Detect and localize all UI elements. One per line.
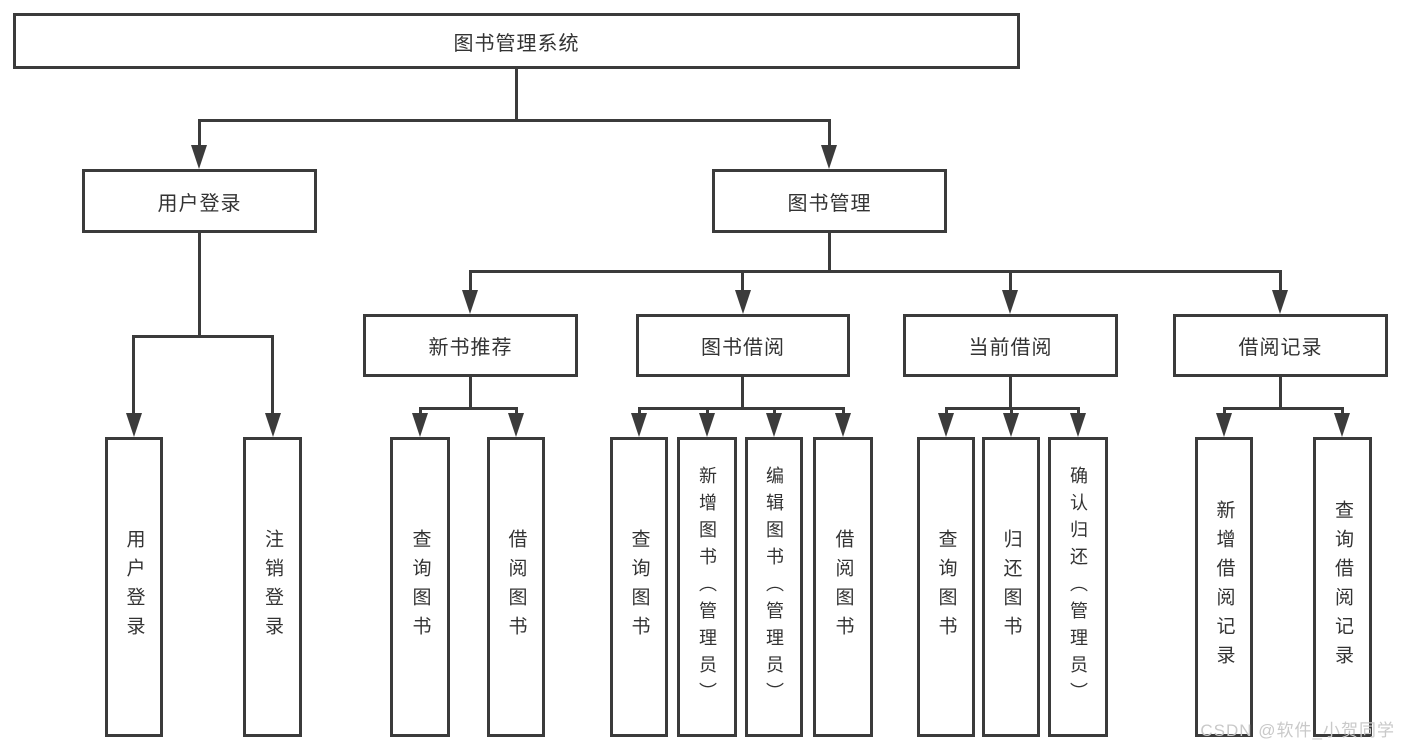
leaf-return-book: 归还图书: [982, 437, 1040, 737]
arrow-down-icon: [1003, 413, 1019, 437]
leaf-query-book-borrow-label: 查询图书: [628, 529, 650, 645]
leaf-logout-login: 注销登录: [243, 437, 302, 737]
arrow-down-icon: [835, 413, 851, 437]
connector-line: [198, 233, 201, 337]
connector-line: [741, 377, 744, 409]
leaf-add-borrow-record-label: 新增借阅记录: [1213, 500, 1235, 674]
connector-line: [945, 407, 948, 417]
arrow-down-icon: [265, 413, 281, 437]
connector-line: [828, 119, 831, 147]
connector-line: [469, 270, 1282, 273]
connector-line: [741, 270, 744, 292]
leaf-confirm-return-admin: 确认归还（管理员）: [1048, 437, 1108, 737]
node-user-login: 用户登录: [82, 169, 317, 233]
connector-line: [198, 119, 201, 147]
arrow-down-icon: [126, 413, 142, 437]
leaf-return-book-label: 归还图书: [1000, 529, 1022, 645]
connector-line: [271, 335, 274, 415]
arrow-down-icon: [631, 413, 647, 437]
arrow-down-icon: [508, 413, 524, 437]
connector-line: [469, 270, 472, 292]
leaf-add-borrow-record: 新增借阅记录: [1195, 437, 1253, 737]
leaf-borrow-book-borrow-label: 借阅图书: [832, 529, 854, 645]
connector-line: [706, 407, 709, 417]
connector-line: [515, 68, 518, 121]
connector-line: [638, 407, 641, 417]
node-book-management-label: 图书管理: [787, 192, 872, 215]
connector-line: [132, 335, 135, 415]
connector-line: [638, 407, 844, 410]
connector-line: [1223, 407, 1226, 417]
csdn-watermark: CSDN @软件_小贺同学: [1200, 721, 1395, 740]
leaf-edit-book-admin-label: 编辑图书（管理员）: [764, 465, 784, 709]
connector-line: [1010, 407, 1013, 417]
connector-line: [515, 407, 518, 417]
leaf-query-book-borrow: 查询图书: [610, 437, 668, 737]
leaf-query-book-newrec: 查询图书: [390, 437, 450, 737]
connector-line: [1077, 407, 1080, 417]
arrow-down-icon: [412, 413, 428, 437]
node-borrow-record-label: 借阅记录: [1238, 337, 1323, 359]
connector-line: [1009, 377, 1012, 409]
arrow-down-icon: [821, 145, 837, 169]
leaf-logout-login-label: 注销登录: [262, 529, 283, 645]
arrow-down-icon: [766, 413, 782, 437]
arrow-down-icon: [462, 290, 478, 314]
connector-line: [1341, 407, 1344, 417]
leaf-query-borrow-record-label: 查询借阅记录: [1332, 500, 1353, 674]
connector-line: [1279, 377, 1282, 409]
connector-line: [1279, 270, 1282, 292]
arrow-down-icon: [1272, 290, 1288, 314]
leaf-edit-book-admin: 编辑图书（管理员）: [745, 437, 803, 737]
arrow-down-icon: [1216, 413, 1232, 437]
arrow-down-icon: [1334, 413, 1350, 437]
connector-line: [419, 407, 422, 417]
leaf-query-book-current: 查询图书: [917, 437, 975, 737]
connector-line: [1009, 270, 1012, 292]
connector-line: [828, 233, 831, 272]
arrow-down-icon: [735, 290, 751, 314]
node-book-management: 图书管理: [712, 169, 947, 233]
connector-line: [198, 119, 831, 122]
connector-line: [842, 407, 845, 417]
node-new-book-recommend: 新书推荐: [363, 314, 578, 377]
connector-line: [1223, 407, 1344, 410]
leaf-add-book-admin-label: 新增图书（管理员）: [697, 465, 717, 709]
arrow-down-icon: [699, 413, 715, 437]
connector-line: [133, 335, 274, 338]
node-new-book-recommend-label: 新书推荐: [428, 337, 513, 359]
connector-line: [419, 407, 517, 410]
node-book-borrow: 图书借阅: [636, 314, 850, 377]
leaf-query-book-newrec-label: 查询图书: [409, 529, 431, 645]
arrow-down-icon: [938, 413, 954, 437]
leaf-borrow-book-newrec: 借阅图书: [487, 437, 545, 737]
leaf-query-book-current-label: 查询图书: [935, 529, 957, 645]
node-root: 图书管理系统: [13, 13, 1020, 69]
leaf-user-login-label: 用户登录: [123, 529, 145, 645]
arrow-down-icon: [191, 145, 207, 169]
leaf-query-borrow-record: 查询借阅记录: [1313, 437, 1372, 737]
leaf-add-book-admin: 新增图书（管理员）: [677, 437, 737, 737]
leaf-user-login: 用户登录: [105, 437, 163, 737]
node-borrow-record: 借阅记录: [1173, 314, 1388, 377]
node-root-label: 图书管理系统: [453, 32, 580, 55]
leaf-confirm-return-admin-label: 确认归还（管理员）: [1068, 465, 1088, 709]
leaf-borrow-book-newrec-label: 借阅图书: [505, 529, 527, 645]
node-current-borrow-label: 当前借阅: [968, 337, 1053, 359]
node-user-login-label: 用户登录: [157, 192, 242, 215]
node-current-borrow: 当前借阅: [903, 314, 1118, 377]
arrow-down-icon: [1070, 413, 1086, 437]
node-book-borrow-label: 图书借阅: [701, 337, 785, 359]
leaf-borrow-book-borrow: 借阅图书: [813, 437, 873, 737]
connector-line: [469, 377, 472, 409]
connector-line: [773, 407, 776, 417]
arrow-down-icon: [1002, 290, 1018, 314]
